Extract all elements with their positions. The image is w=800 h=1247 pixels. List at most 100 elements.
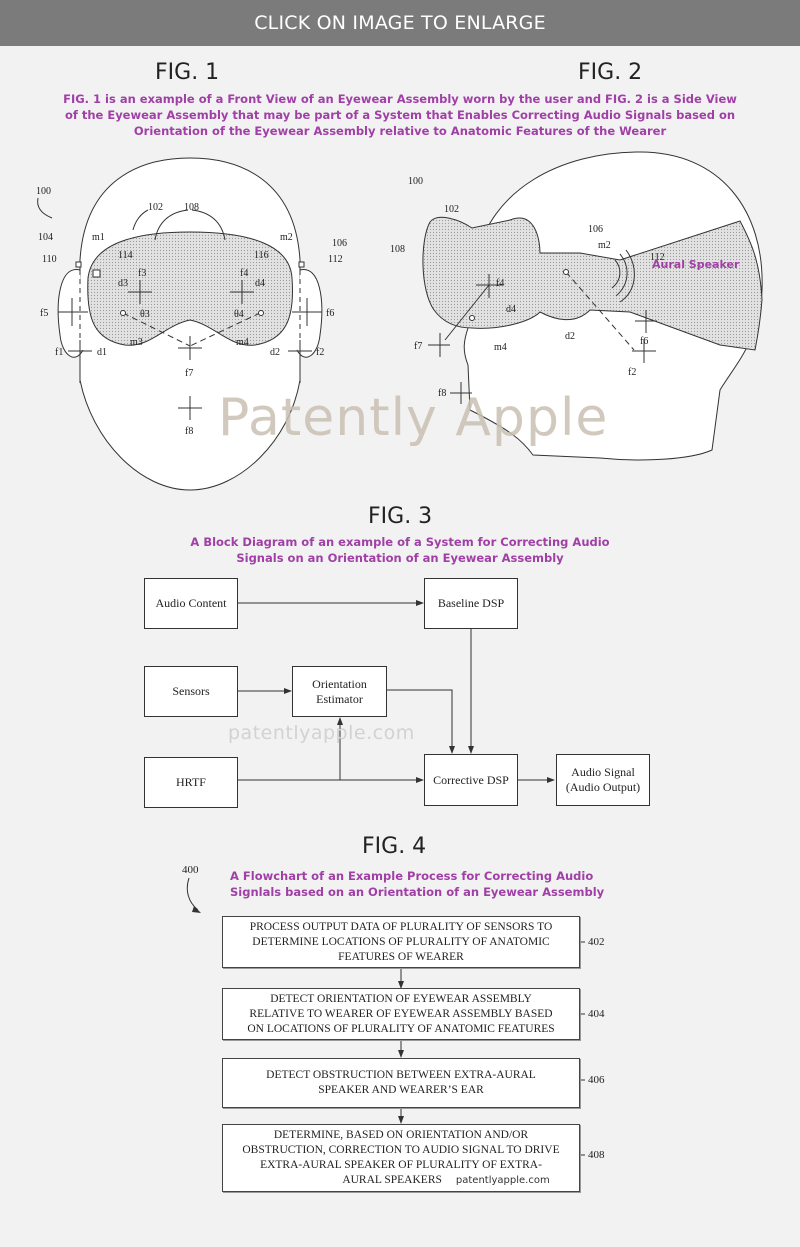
block-sensors: Sensors	[144, 666, 238, 717]
arrow-estimator-to-corrective	[387, 689, 455, 754]
caption-line: of the Eyewear Assembly that may be part…	[64, 108, 736, 122]
caption-line: A Flowchart of an Example Process for Co…	[230, 869, 594, 883]
flow-step-404: DETECT ORIENTATION OF EYEWEAR ASSEMBLY R…	[222, 988, 580, 1040]
step-line: OBSTRUCTION, CORRECTION TO AUDIO SIGNAL …	[242, 1144, 560, 1156]
caption-line: Orientation of the Eyewear Assembly rela…	[133, 124, 667, 138]
ref-100: 100	[36, 186, 51, 197]
step-line: RELATIVE TO WEARER OF EYEWEAR ASSEMBLY B…	[249, 1007, 553, 1020]
step-line: PROCESS OUTPUT DATA OF PLURALITY OF SENS…	[249, 920, 553, 933]
ref-106: 106	[588, 224, 603, 235]
visor-and-strap	[422, 216, 763, 351]
step-line-with-watermark: AURAL SPEAKERS patentlyapple.com	[252, 1173, 549, 1188]
fig3-title: FIG. 3	[368, 504, 433, 529]
label-d4: d4	[255, 278, 265, 289]
block-label: Corrective DSP	[433, 772, 509, 787]
block-label: Audio Signal	[571, 765, 635, 779]
block-label: (Audio Output)	[565, 780, 641, 794]
step-line: DETERMINE, BASED ON ORIENTATION AND/OR	[273, 1129, 529, 1141]
block-label: Estimator	[316, 691, 363, 706]
flow-step-406: DETECT OBSTRUCTION BETWEEN EXTRA-AURAL S…	[222, 1058, 580, 1108]
step-line: EXTRA-AURAL SPEAKER OF PLURALITY OF EXTR…	[260, 1159, 542, 1171]
ref-406: 406	[588, 1074, 605, 1086]
label-d1: d1	[97, 347, 107, 358]
block-label: Sensors	[172, 684, 210, 698]
block-baseline-dsp: Baseline DSP	[424, 578, 518, 629]
label-f5: f5	[40, 308, 48, 319]
label-d2: d2	[565, 331, 575, 342]
step-line: SPEAKER AND WEARER’S EAR	[318, 1084, 484, 1096]
block-audio-signal: Audio Signal(Audio Output)	[556, 754, 650, 806]
ref-106: 106	[332, 238, 347, 249]
label-f7: f7	[185, 368, 193, 379]
fig4-title: FIG. 4	[362, 834, 427, 859]
ref-400: 400	[182, 864, 199, 876]
ref-402: 402	[588, 936, 605, 948]
caption-line: Signals on an Orientation of an Eyewear …	[236, 551, 564, 565]
ref-114: 114	[118, 250, 133, 261]
goggle-lens	[87, 231, 294, 346]
label-f4: f4	[496, 278, 504, 289]
label-m4: m4	[236, 337, 249, 348]
step-line: FEATURES OF WEARER	[338, 950, 464, 963]
ref-408: 408	[588, 1149, 605, 1161]
flow-step-402: PROCESS OUTPUT DATA OF PLURALITY OF SENS…	[222, 916, 580, 968]
label-f8: f8	[438, 388, 446, 399]
label-f1: f1	[55, 347, 63, 358]
label-f7: f7	[414, 341, 422, 352]
block-corrective-dsp: Corrective DSP	[424, 754, 518, 806]
block-label: Baseline DSP	[437, 596, 505, 610]
label-m1: m1	[92, 232, 105, 243]
ref-112: 112	[328, 254, 343, 265]
ref-102: 102	[444, 204, 459, 215]
inline-watermark: patentlyapple.com	[455, 1175, 550, 1186]
label-m2: m2	[598, 240, 611, 251]
label-f6: f6	[326, 308, 334, 319]
block-hrtf: HRTF	[144, 757, 238, 808]
watermark-patentlyapple-com: patentlyapple.com	[228, 722, 415, 744]
ref-108: 108	[390, 244, 405, 255]
caption-line: FIG. 1 is an example of a Front View of …	[63, 92, 737, 106]
ref-110: 110	[42, 254, 57, 265]
block-audio-content: Audio Content	[144, 578, 238, 629]
label-d2: d2	[270, 347, 280, 358]
ref-108: 108	[184, 202, 199, 213]
label-m3: m3	[130, 337, 143, 348]
step-line: DETECT OBSTRUCTION BETWEEN EXTRA-AURAL	[266, 1069, 536, 1081]
fig2-title: FIG. 2	[578, 60, 643, 85]
label-f6: f6	[640, 336, 648, 347]
fig1-front-view-drawing: 100 102 108 104 110 m1 m2 106 112 114 11…	[36, 157, 347, 491]
fig2-side-view-drawing: 100 102 108 106 m2 112 f4 d4 m4 d2 f6 f2…	[390, 151, 763, 461]
ref-404: 404	[588, 1008, 605, 1020]
label-f2: f2	[628, 367, 636, 378]
left-ear	[57, 269, 84, 358]
right-ear	[296, 269, 323, 358]
block-label: HRTF	[176, 775, 206, 789]
caption-line: A Block Diagram of an example of a Syste…	[190, 535, 610, 549]
step-line: DETERMINE LOCATIONS OF PLURALITY OF ANAT…	[252, 935, 550, 948]
watermark-patently-apple: Patently Apple	[218, 388, 609, 448]
step-line: AURAL SPEAKERS	[342, 1174, 442, 1186]
ref-112: 112	[650, 252, 665, 263]
step-line: DETECT ORIENTATION OF EYEWEAR ASSEMBLY	[270, 992, 532, 1005]
label-d4: d4	[506, 304, 516, 315]
caption-line: Signlals based on an Orientation of an E…	[230, 885, 605, 899]
ref-104: 104	[38, 232, 53, 243]
fig4-ref-arrow	[186, 877, 201, 913]
fig4-caption: A Flowchart of an Example Process for Co…	[200, 868, 630, 900]
aural-speaker-annotation: Aural Speaker	[652, 258, 740, 271]
label-f8: f8	[185, 426, 193, 437]
fig3-caption: A Block Diagram of an example of a Syste…	[150, 534, 650, 566]
step-line: ON LOCATIONS OF PLURALITY OF ANATOMIC FE…	[247, 1022, 555, 1035]
block-label: Audio Content	[155, 596, 227, 610]
label-d3: d3	[118, 278, 128, 289]
enlarge-banner[interactable]: CLICK ON IMAGE TO ENLARGE	[0, 0, 800, 46]
label-m2: m2	[280, 232, 293, 243]
fig3-connectors	[238, 600, 555, 783]
fig12-caption: FIG. 1 is an example of a Front View of …	[60, 91, 740, 139]
label-theta4: θ4	[234, 309, 244, 320]
label-f3: f3	[138, 268, 146, 279]
enlarge-banner-label: CLICK ON IMAGE TO ENLARGE	[254, 12, 546, 34]
fig1-title: FIG. 1	[155, 60, 220, 85]
